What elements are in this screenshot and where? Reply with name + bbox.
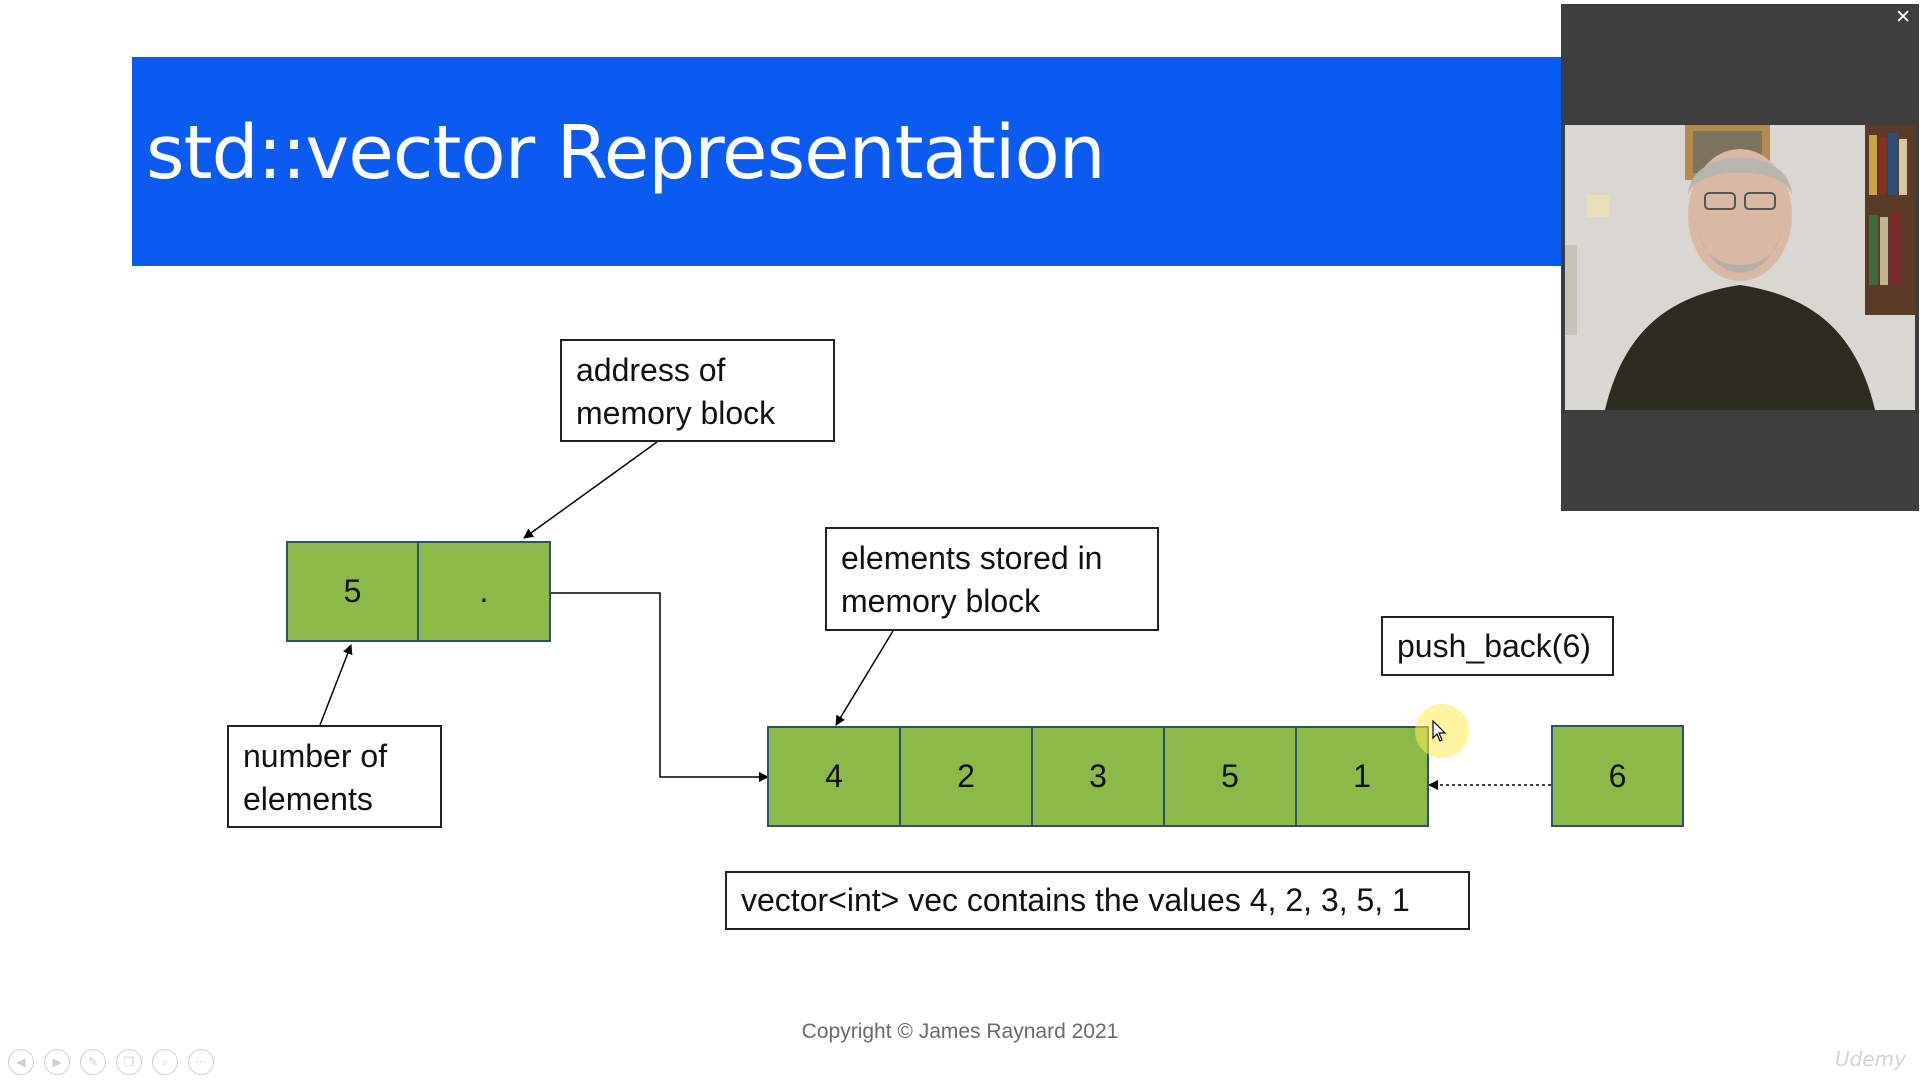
- more-icon[interactable]: ···: [188, 1049, 214, 1075]
- pointer-connector: [551, 592, 769, 782]
- copyright-text: Copyright © James Raynard 2021: [801, 1020, 1119, 1043]
- udemy-watermark: Udemy: [1835, 1047, 1906, 1071]
- slide-title: std::vector Representation: [146, 110, 1106, 196]
- presenter-image: [1565, 125, 1915, 410]
- number-of-elements-label: number of elements: [227, 725, 442, 828]
- element-cell: 1: [1295, 726, 1429, 827]
- new-element-cell: 6: [1551, 725, 1684, 827]
- elements-stored-label: elements stored in memory block: [825, 527, 1159, 631]
- pointer-cell: .: [417, 541, 551, 642]
- push-back-label: push_back(6): [1381, 616, 1614, 676]
- element-cell: 2: [899, 726, 1033, 827]
- elements-arrow: [835, 630, 894, 726]
- address-arrow: [523, 441, 658, 539]
- title-banner: [132, 57, 1562, 266]
- pen-icon[interactable]: ✎: [80, 1049, 106, 1075]
- webcam-panel[interactable]: ✕: [1561, 4, 1919, 511]
- address-label: address of memory block: [560, 339, 835, 442]
- copy-slides-icon[interactable]: ❐: [116, 1049, 142, 1075]
- mouse-cursor-icon: [1432, 720, 1447, 742]
- zoom-icon[interactable]: ⌕: [152, 1049, 178, 1075]
- previous-icon[interactable]: ◀: [8, 1049, 34, 1075]
- play-icon[interactable]: ▶: [44, 1049, 70, 1075]
- element-cell: 3: [1031, 726, 1165, 827]
- size-cell: 5: [286, 541, 419, 642]
- vector-caption: vector<int> vec contains the values 4, 2…: [725, 871, 1470, 930]
- element-cell: 4: [767, 726, 901, 827]
- count-arrow: [319, 644, 353, 726]
- element-cell: 5: [1163, 726, 1297, 827]
- webcam-video: [1565, 125, 1915, 410]
- close-icon[interactable]: ✕: [1895, 6, 1911, 28]
